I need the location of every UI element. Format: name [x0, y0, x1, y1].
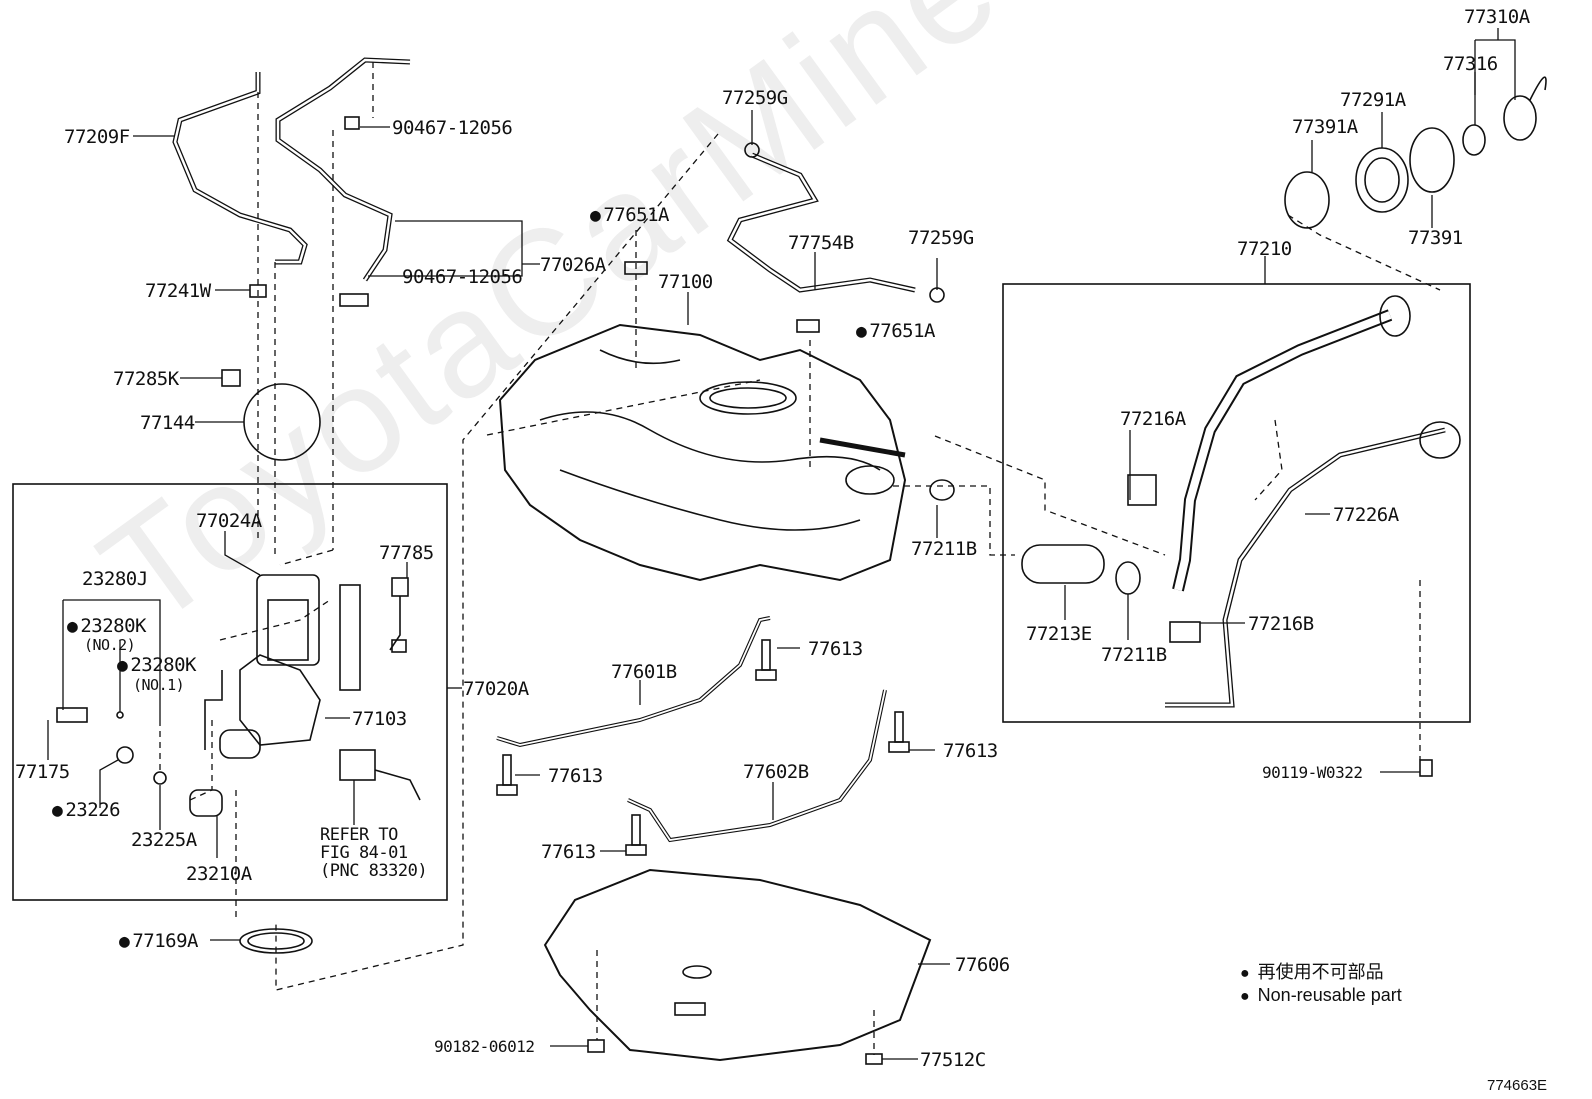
- label-77651a-mid: 77651A: [856, 322, 935, 341]
- label-90467-mid: 90467-12056: [402, 266, 523, 288]
- label-77216b: 77216B: [1248, 613, 1314, 635]
- label-23226: 23226: [52, 801, 120, 820]
- label-77103: 77103: [352, 708, 407, 730]
- label-77024a: 77024A: [196, 510, 262, 532]
- label-77391a: 77391A: [1292, 116, 1358, 138]
- label-23280k-no1: 23280K: [117, 656, 196, 675]
- label-77241w: 77241W: [145, 280, 211, 302]
- legend-dot-icon: ●: [1240, 965, 1250, 982]
- protector-77606: [543, 868, 932, 1062]
- legend-dot-icon: ●: [1240, 988, 1250, 1005]
- label-77211b-b: 77211B: [1101, 644, 1167, 666]
- label-77785: 77785: [379, 542, 434, 564]
- label-77613-b: 77613: [548, 765, 603, 787]
- label-77259g-top: 77259G: [722, 87, 788, 109]
- label-77310a: 77310A: [1464, 6, 1530, 28]
- gasket-77391a: [1284, 171, 1330, 229]
- label-90182: 90182-06012: [434, 1037, 535, 1056]
- label-23280k-no1-sub: (NO.1): [133, 676, 185, 694]
- label-77209f: 77209F: [64, 126, 130, 148]
- label-77754b: 77754B: [788, 232, 854, 254]
- label-77213e: 77213E: [1026, 623, 1092, 645]
- label-23280k-no2: 23280K: [67, 617, 146, 636]
- label-77391: 77391: [1408, 227, 1463, 249]
- label-23210a: 23210A: [186, 863, 252, 885]
- fuel-pump-module: [256, 574, 320, 666]
- label-90119: 90119-W0322: [1262, 763, 1363, 782]
- pump-assembly-frame: [12, 483, 448, 901]
- label-77602b: 77602B: [743, 761, 809, 783]
- refer-line-3: (PNC 83320): [320, 861, 428, 881]
- label-77175: 77175: [15, 761, 70, 783]
- label-90467-top: 90467-12056: [392, 117, 513, 139]
- vapor-tube-77026a: [275, 57, 411, 282]
- filler-pipe-frame: [1002, 283, 1471, 723]
- label-77291a: 77291A: [1340, 89, 1406, 111]
- label-77613-a: 77613: [808, 638, 863, 660]
- legend-line-1: 再使用不可部品: [1257, 962, 1384, 982]
- label-77613-d: 77613: [541, 841, 596, 863]
- label-77144: 77144: [140, 412, 195, 434]
- label-77259g-mid: 77259G: [908, 227, 974, 249]
- label-77606: 77606: [955, 954, 1010, 976]
- label-77020a: 77020A: [463, 678, 529, 700]
- label-77226a: 77226A: [1333, 504, 1399, 526]
- label-77026a: 77026A: [540, 254, 606, 276]
- label-77285k: 77285K: [113, 368, 179, 390]
- label-77512c: 77512C: [920, 1049, 986, 1071]
- legend-line-2: Non-reusable part: [1257, 985, 1402, 1005]
- label-23280k-no2-sub: (NO.2): [84, 636, 136, 654]
- vent-tube-77754b: [726, 152, 916, 293]
- refer-line-1: REFER TO: [320, 825, 398, 845]
- gasket-77169a: [239, 928, 313, 954]
- fuel-tank-77100: [498, 323, 907, 582]
- reference-code: 774663E: [1487, 1077, 1548, 1094]
- legend-japanese: ● 再使用不可部品: [1240, 958, 1384, 984]
- label-77651a-top: 77651A: [590, 206, 669, 225]
- label-23225a: 23225A: [131, 829, 197, 851]
- label-77316: 77316: [1443, 53, 1498, 75]
- legend-english: ● Non-reusable part: [1240, 985, 1402, 1006]
- label-77169a: 77169A: [119, 932, 198, 951]
- label-77601b: 77601B: [611, 661, 677, 683]
- label-77210: 77210: [1237, 238, 1292, 260]
- label-23280j: 23280J: [82, 568, 148, 590]
- label-77216a: 77216A: [1120, 408, 1186, 430]
- label-77100: 77100: [658, 271, 713, 293]
- ring-77144: [243, 383, 321, 461]
- fuel-tube-77209f: [172, 72, 308, 265]
- refer-line-2: FIG 84-01: [320, 843, 408, 863]
- label-77211b-a: 77211B: [911, 538, 977, 560]
- label-77613-c: 77613: [943, 740, 998, 762]
